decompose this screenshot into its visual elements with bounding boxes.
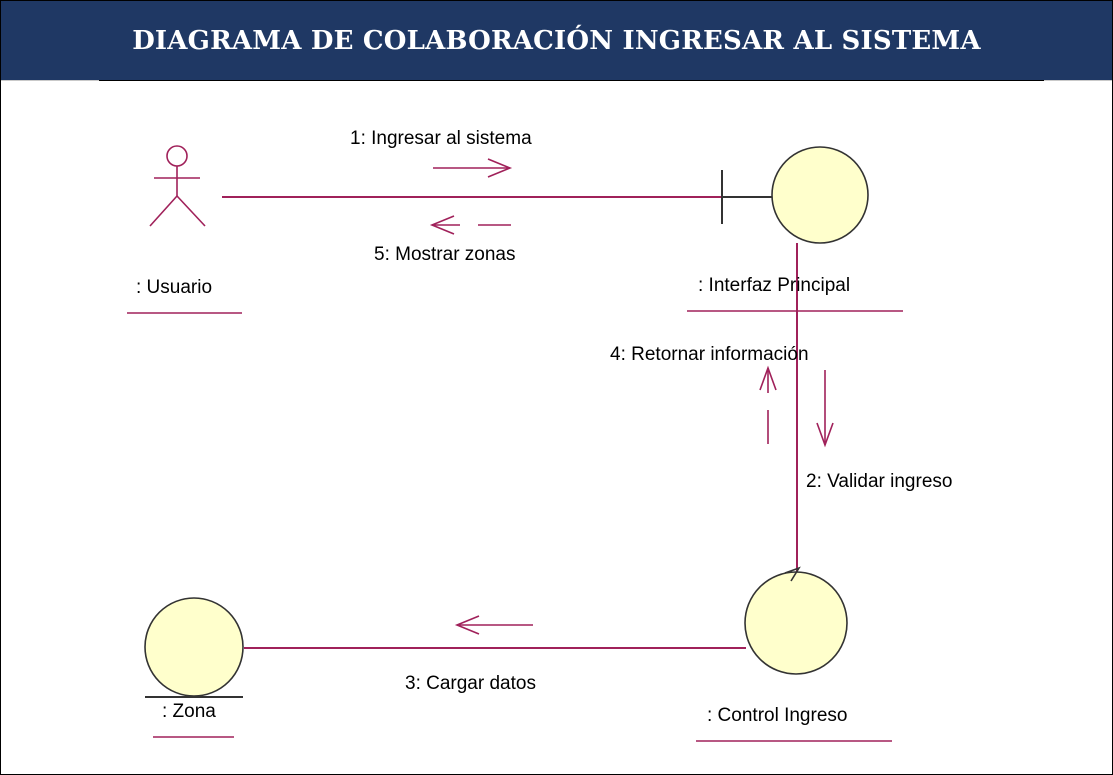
message-3-label: 3: Cargar datos: [405, 673, 536, 694]
message-3-arrow: [454, 615, 533, 635]
header-rule-left: [1, 80, 99, 81]
message-2-label: 2: Validar ingreso: [806, 471, 952, 492]
control-control-ingreso[interactable]: [744, 566, 848, 675]
page-title: DIAGRAMA DE COLABORACIÓN INGRESAR AL SIS…: [132, 25, 981, 56]
control-label: : Control Ingreso: [707, 705, 847, 726]
header-bar: DIAGRAMA DE COLABORACIÓN INGRESAR AL SIS…: [1, 1, 1112, 81]
message-5-label: 5: Mostrar zonas: [374, 244, 516, 265]
zona-label: : Zona: [162, 701, 216, 722]
usuario-label: : Usuario: [136, 277, 212, 298]
actor-usuario[interactable]: [149, 145, 206, 227]
message-4-label: 4: Retornar información: [610, 344, 809, 365]
interfaz-label: : Interfaz Principal: [698, 275, 850, 296]
message-5-arrow: [429, 215, 511, 235]
message-1-arrow: [433, 158, 513, 178]
message-2-arrow: [816, 370, 834, 448]
message-1-label: 1: Ingresar al sistema: [350, 128, 532, 149]
message-4-arrow: [759, 365, 777, 444]
entity-zona[interactable]: [144, 597, 244, 698]
header-rule-right: [1044, 80, 1112, 81]
boundary-interfaz-principal[interactable]: [721, 146, 869, 244]
